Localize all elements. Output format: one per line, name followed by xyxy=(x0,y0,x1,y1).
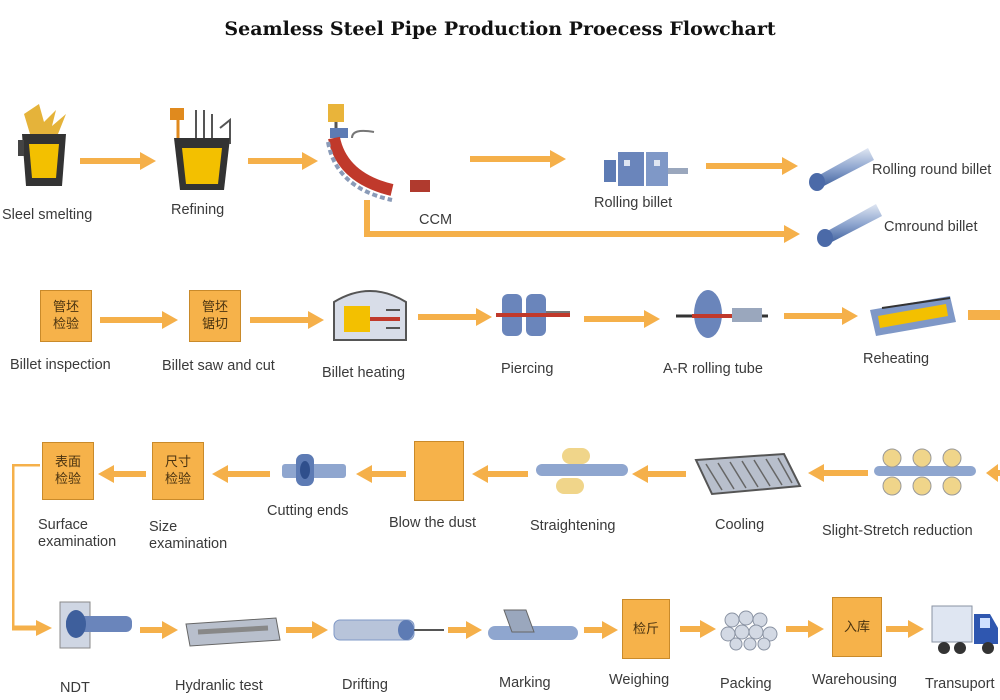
rolling-billet-label: Rolling billet xyxy=(594,195,673,211)
arrow-ccm-to-rolling-billet xyxy=(470,150,566,168)
weighing-label: Weighing xyxy=(609,672,670,688)
arrow-ccm-to-cmround-billet xyxy=(364,200,800,243)
arrow-packing-to-warehousing xyxy=(786,620,824,638)
reheating-icon xyxy=(870,296,956,336)
steel-smelting-icon xyxy=(18,104,66,186)
cutting-ends-label: Cutting ends xyxy=(267,503,349,519)
transport-label: Transuport xyxy=(925,676,995,692)
arrow-dust-to-cutting xyxy=(356,465,406,483)
arrow-drifting-to-marking xyxy=(448,621,482,639)
arrow-inspection-to-saw xyxy=(100,311,178,329)
arrow-stretch-to-cooling xyxy=(808,464,868,482)
drifting-label: Drifting xyxy=(342,677,388,693)
ar-rolling-tube-label: A-R rolling tube xyxy=(663,361,763,377)
arrow-row3-incoming xyxy=(986,464,1000,482)
arrow-straightening-to-dust xyxy=(472,465,528,483)
hydranlic-test-icon xyxy=(185,617,281,647)
ccm-icon xyxy=(326,104,430,202)
billet-saw-cut-label: Billet saw and cut xyxy=(162,358,275,374)
arrow-cooling-to-straightening xyxy=(632,465,686,483)
ndt-label: NDT xyxy=(60,680,90,696)
arrow-weighing-to-packing xyxy=(680,620,716,638)
straightening-icon xyxy=(536,448,628,494)
piercing-label: Piercing xyxy=(501,361,554,377)
billet-inspection-label: Billet inspection xyxy=(10,357,111,373)
arrow-surface-to-ndt xyxy=(12,464,52,636)
arrow-smelting-to-refining xyxy=(80,152,156,170)
surface-examination-label: Surface examination xyxy=(38,517,117,550)
marking-icon xyxy=(488,609,578,640)
blow-the-dust-box xyxy=(414,441,464,501)
arrow-refining-to-ccm xyxy=(248,152,318,170)
arrow-hydranlic-to-drifting xyxy=(286,621,328,639)
arrow-piercing-to-ar-rolling xyxy=(584,310,660,328)
cmround-billet-label: Cmround billet xyxy=(884,219,978,235)
straightening-label: Straightening xyxy=(530,518,616,534)
billet-saw-cut-box: 管坯 锯切 xyxy=(189,290,241,342)
weighing-box: 检斤 xyxy=(622,599,670,659)
arrow-saw-to-heating xyxy=(250,311,324,329)
hydranlic-test-label: Hydranlic test xyxy=(175,678,263,694)
arrow-heating-to-piercing xyxy=(418,308,492,326)
cooling-icon xyxy=(694,452,802,496)
marking-label: Marking xyxy=(499,675,551,691)
arrow-marking-to-weighing xyxy=(584,621,618,639)
transport-truck-icon xyxy=(931,605,998,654)
arrow-cutting-to-size xyxy=(212,465,270,483)
ar-rolling-tube-icon xyxy=(676,290,768,338)
packing-icon xyxy=(720,610,778,651)
arrow-size-to-surface xyxy=(98,465,146,483)
billet-heating-icon xyxy=(333,290,407,341)
arrow-reheating-continue xyxy=(968,310,1000,320)
drifting-icon xyxy=(333,619,444,641)
flowchart-title: Seamless Steel Pipe Production Proecess … xyxy=(224,18,776,40)
size-examination-label: Size examination xyxy=(149,519,228,552)
cutting-ends-icon xyxy=(282,454,346,486)
cmround-billet-icon xyxy=(817,204,882,247)
packing-label: Packing xyxy=(720,676,772,692)
arrow-warehousing-to-transport xyxy=(886,620,924,638)
size-examination-box: 尺寸 检验 xyxy=(152,442,204,500)
arrow-ndt-to-hydranlic xyxy=(140,621,178,639)
blow-the-dust-label: Blow the dust xyxy=(389,515,477,531)
rolling-round-billet-icon xyxy=(809,148,874,191)
rolling-round-billet-label: Rolling round billet xyxy=(872,162,992,178)
slight-stretch-reduction-icon xyxy=(874,448,976,496)
billet-inspection-box: 管坯 检验 xyxy=(40,290,92,342)
refining-label: Refining xyxy=(171,202,225,218)
reheating-label: Reheating xyxy=(863,351,930,367)
warehousing-box: 入库 xyxy=(832,597,882,657)
piercing-icon xyxy=(496,294,570,336)
ndt-icon xyxy=(59,601,132,649)
arrow-rolling-billet-to-round-billet xyxy=(706,157,798,175)
warehousing-label: Warehousing xyxy=(812,672,897,688)
surface-examination-box: 表面 检验 xyxy=(42,442,94,500)
steel-smelting-label: Sleel smelting xyxy=(2,207,93,223)
rolling-billet-icon xyxy=(604,152,688,186)
billet-heating-label: Billet heating xyxy=(322,365,406,381)
refining-icon xyxy=(170,108,231,190)
cooling-label: Cooling xyxy=(715,517,765,533)
arrow-ar-rolling-to-reheating xyxy=(784,307,858,325)
ccm-label: CCM xyxy=(419,212,453,228)
slight-stretch-reduction-label: Slight-Stretch reduction xyxy=(822,523,973,539)
